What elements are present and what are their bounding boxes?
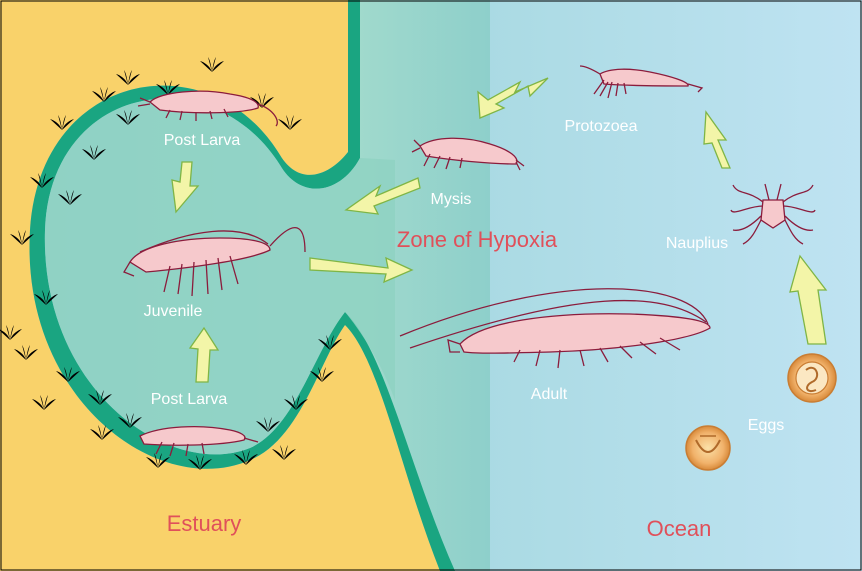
label-adult: Adult bbox=[531, 386, 568, 403]
egg-icon-small bbox=[686, 426, 730, 470]
label-juvenile: Juvenile bbox=[144, 303, 203, 320]
label-post-larva-bottom: Post Larva bbox=[151, 391, 228, 408]
label-estuary: Estuary bbox=[167, 511, 242, 536]
label-protozoea: Protozoea bbox=[565, 118, 638, 135]
label-post-larva-top: Post Larva bbox=[164, 132, 241, 149]
egg-icon-large bbox=[788, 354, 836, 402]
label-mysis: Mysis bbox=[431, 191, 472, 208]
label-nauplius: Nauplius bbox=[666, 235, 728, 252]
label-eggs: Eggs bbox=[748, 417, 784, 434]
label-zone-of-hypoxia: Zone of Hypoxia bbox=[397, 227, 558, 252]
label-ocean: Ocean bbox=[647, 516, 712, 541]
